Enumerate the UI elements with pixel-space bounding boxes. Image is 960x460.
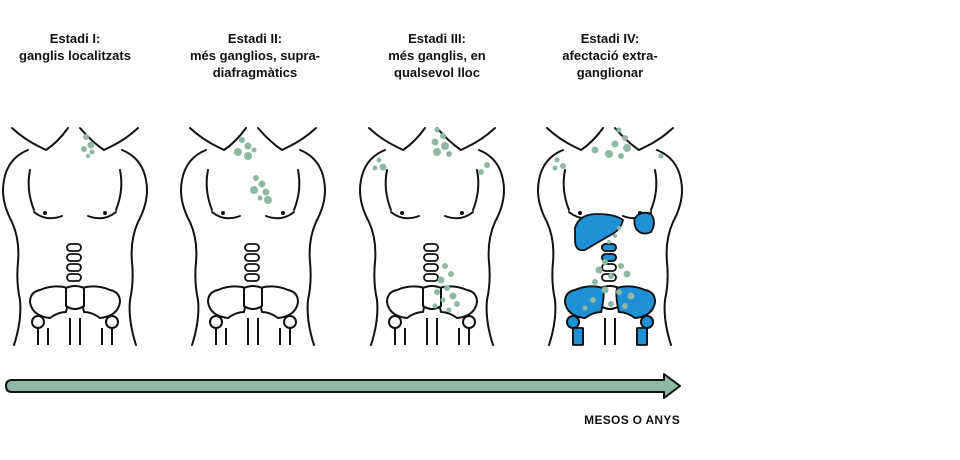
stage-2-title: Estadi II: més ganglios, supra- diafragm… <box>170 30 340 81</box>
stage-2-heading: Estadi II: <box>227 31 283 46</box>
lymph-nodes-stage-1 <box>81 134 95 159</box>
stage-4-desc-line-1: afectació extra- <box>562 48 658 63</box>
stage-1-heading: Estadi I: <box>49 31 101 46</box>
lymph-nodes-stage-4 <box>552 127 664 311</box>
stage-4-desc-line-2: ganglionar <box>576 65 644 80</box>
body-stage-4 <box>537 127 683 346</box>
bone-marrow-pelvis-shape <box>564 285 605 319</box>
lymph-nodes-stage-3 <box>372 127 490 313</box>
liver-shape <box>574 213 624 252</box>
stage-4-heading: Estadi IV: <box>580 31 640 46</box>
stage-2-desc-line-2: diafragmàtics <box>212 65 298 80</box>
stage-2-desc-line-1: més ganglios, supra- <box>189 48 321 63</box>
timeline-label: MESOS O ANYS <box>584 413 680 427</box>
stage-1-desc-line-1: ganglis localitzats <box>19 48 131 63</box>
body-stage-2 <box>180 127 326 346</box>
stage-1-title: Estadi I: ganglis localitzats <box>0 30 160 64</box>
body-stage-1 <box>2 127 148 346</box>
timeline-arrow <box>5 373 681 399</box>
body-stage-3 <box>359 127 505 346</box>
stage-3-desc-line-1: més ganglis, en <box>388 48 486 63</box>
stage-3-desc-line-2: qualsevol lloc <box>394 65 480 80</box>
affected-organs-stage-4 <box>564 211 656 346</box>
lymph-nodes-stage-2 <box>234 137 272 204</box>
stage-3-heading: Estadi III: <box>408 31 466 46</box>
stage-4-title: Estadi IV: afectació extra- ganglionar <box>525 30 695 81</box>
stage-3-title: Estadi III: més ganglis, en qualsevol ll… <box>352 30 522 81</box>
spleen-shape <box>633 211 655 235</box>
